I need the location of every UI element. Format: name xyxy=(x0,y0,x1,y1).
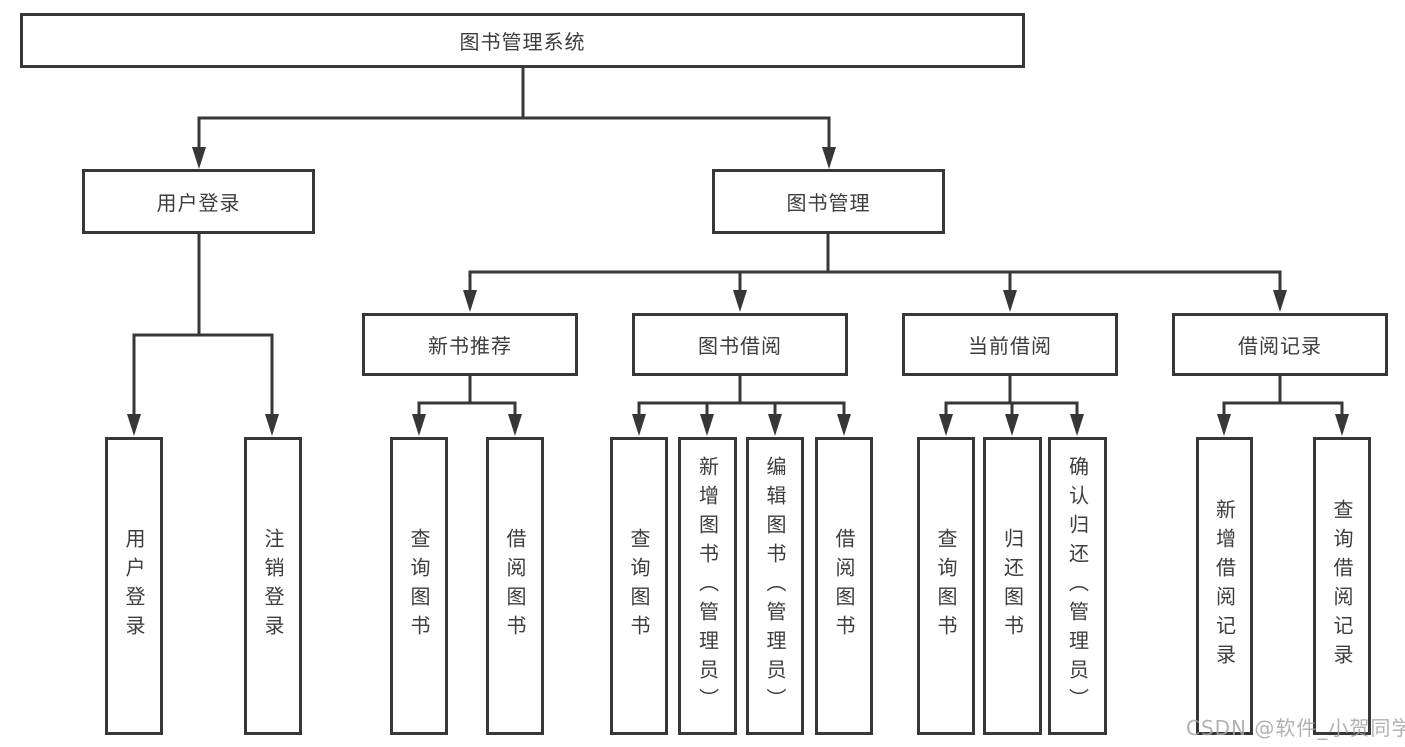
leaf-label: 归还图书 xyxy=(1000,528,1025,644)
connector-records-to-children xyxy=(1222,376,1344,417)
node-new-book-recommend: 新书推荐 xyxy=(362,313,578,376)
node-label: 新书推荐 xyxy=(428,334,512,358)
leaf-label: 新增图书（管理员） xyxy=(695,455,720,717)
leaf-query-borrow-record: 查询借阅记录 xyxy=(1313,437,1371,735)
leaf-query-books-borrow: 查询图书 xyxy=(610,437,668,735)
leaf-label: 借阅图书 xyxy=(503,528,527,644)
node-label: 当前借阅 xyxy=(968,334,1052,358)
leaf-label: 查询图书 xyxy=(407,528,431,644)
leaf-label: 新增借阅记录 xyxy=(1212,499,1237,673)
node-label: 借阅记录 xyxy=(1238,334,1322,358)
leaf-label: 注销登录 xyxy=(261,528,285,644)
node-current-borrow: 当前借阅 xyxy=(902,313,1118,376)
node-user-login: 用户登录 xyxy=(82,169,315,234)
leaf-borrow-books: 借阅图书 xyxy=(815,437,873,735)
node-label: 图书借阅 xyxy=(698,334,782,358)
leaf-confirm-return-admin: 确认归还（管理员） xyxy=(1048,437,1107,735)
leaf-label: 编辑图书（管理员） xyxy=(763,455,787,717)
connector-root-to-level2 xyxy=(197,68,831,150)
leaf-query-books-recommend: 查询图书 xyxy=(390,437,448,735)
connector-login-to-children xyxy=(132,233,274,416)
leaf-add-borrow-record: 新增借阅记录 xyxy=(1196,437,1253,735)
leaf-logout: 注销登录 xyxy=(244,437,302,735)
leaf-edit-book-admin: 编辑图书（管理员） xyxy=(746,437,804,735)
csdn-watermark: CSDN @软件_小贺同学 xyxy=(1186,716,1405,740)
leaf-label: 确认归还（管理员） xyxy=(1065,455,1090,717)
connector-current-to-children xyxy=(944,376,1079,417)
leaf-add-book-admin: 新增图书（管理员） xyxy=(678,437,737,735)
node-label: 图书管理系统 xyxy=(459,30,586,54)
node-book-management: 图书管理 xyxy=(712,169,945,234)
connector-management-to-level3 xyxy=(468,234,1282,293)
leaf-query-books-current: 查询图书 xyxy=(917,437,975,735)
node-label: 用户登录 xyxy=(156,191,241,215)
leaf-label: 借阅图书 xyxy=(832,528,856,644)
connector-newbook-to-children xyxy=(417,376,517,417)
leaf-label: 用户登录 xyxy=(122,528,146,644)
node-borrow-records: 借阅记录 xyxy=(1172,313,1388,376)
leaf-label: 查询图书 xyxy=(627,528,651,644)
leaf-user-login: 用户登录 xyxy=(105,437,163,735)
leaf-borrow-books-recommend: 借阅图书 xyxy=(486,437,544,735)
node-label: 图书管理 xyxy=(786,191,871,215)
leaf-label: 查询借阅记录 xyxy=(1330,499,1354,673)
leaf-return-book: 归还图书 xyxy=(983,437,1042,735)
node-book-borrow: 图书借阅 xyxy=(632,313,848,376)
connector-borrow-to-children xyxy=(637,376,846,417)
arrowheads xyxy=(127,147,1349,436)
leaf-label: 查询图书 xyxy=(934,528,958,644)
node-root: 图书管理系统 xyxy=(20,13,1025,68)
